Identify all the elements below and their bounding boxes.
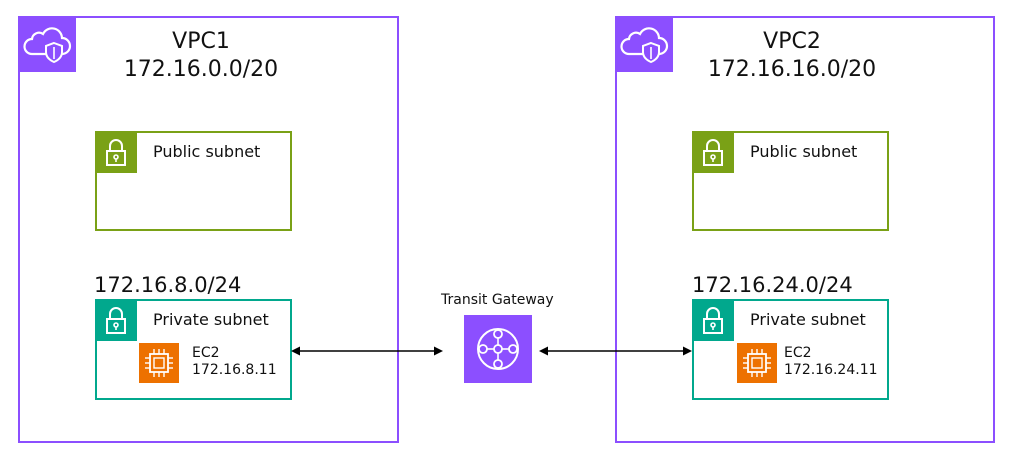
padlock-icon bbox=[692, 131, 734, 173]
vpc2-cidr: 172.16.16.0/20 bbox=[707, 57, 877, 82]
vpc1-cidr: 172.16.0.0/20 bbox=[123, 57, 279, 82]
subnet-label: Public subnet bbox=[750, 142, 858, 161]
transit-gateway-hub-icon bbox=[464, 315, 532, 383]
subnet-label: Private subnet bbox=[750, 310, 866, 329]
subnet-label: Public subnet bbox=[153, 142, 261, 161]
vpc1-private-subnet: Private subnet bbox=[95, 299, 292, 400]
vpc1-name: VPC1 bbox=[172, 29, 230, 54]
ec2-ip: 172.16.24.11 bbox=[784, 362, 878, 378]
transit-gateway-label: Transit Gateway bbox=[441, 292, 554, 308]
vpc2-private-subnet: Private subnet bbox=[692, 299, 889, 400]
padlock-icon bbox=[692, 299, 734, 341]
vpc1-public-subnet: Public subnet bbox=[95, 131, 292, 231]
vpc2-ec2-label: EC2 172.16.24.11 bbox=[784, 345, 878, 379]
ec2-chip-icon bbox=[737, 343, 777, 383]
vpc2-name: VPC2 bbox=[763, 29, 821, 54]
vpc1-title: VPC1 172.16.0.0/20 bbox=[116, 28, 286, 84]
ec2-ip: 172.16.8.11 bbox=[192, 362, 277, 378]
vpc2-private-subnet-cidr: 172.16.24.0/24 bbox=[692, 273, 853, 297]
padlock-icon bbox=[95, 299, 137, 341]
vpc2-public-subnet: Public subnet bbox=[692, 131, 889, 231]
vpc-cloud-shield-icon bbox=[18, 16, 76, 72]
subnet-label: Private subnet bbox=[153, 310, 269, 329]
vpc1-ec2-label: EC2 172.16.8.11 bbox=[192, 345, 277, 379]
vpc2-title: VPC2 172.16.16.0/20 bbox=[697, 28, 887, 84]
padlock-icon bbox=[95, 131, 137, 173]
ec2-name: EC2 bbox=[192, 345, 220, 361]
vpc-cloud-shield-icon bbox=[615, 16, 673, 72]
vpc1-private-subnet-cidr: 172.16.8.0/24 bbox=[94, 273, 242, 297]
ec2-chip-icon bbox=[139, 343, 179, 383]
ec2-name: EC2 bbox=[784, 345, 812, 361]
